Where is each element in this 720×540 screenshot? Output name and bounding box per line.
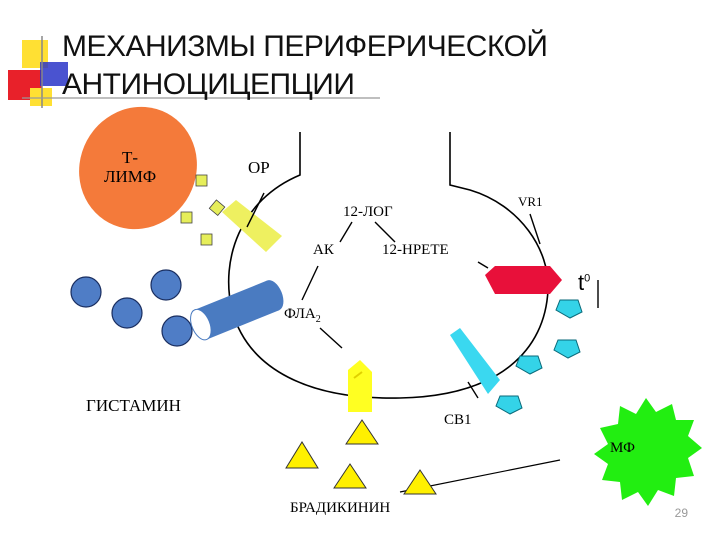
hpete12-label: 12-НРЕТЕ xyxy=(382,242,449,258)
peptide-square-tilted xyxy=(208,199,226,217)
t0-superscript: 0 xyxy=(584,272,591,285)
histamine-molecule xyxy=(161,315,193,347)
mf-label: МФ xyxy=(610,440,635,456)
corner-decoration xyxy=(8,36,380,108)
peptide-square xyxy=(195,174,208,187)
t-lymph-label: Т- ЛИМФ xyxy=(104,148,156,186)
arrow-cb1 xyxy=(467,381,479,399)
histamine-molecule xyxy=(70,276,102,308)
decor-yellow-square-2 xyxy=(30,88,52,106)
histamine-molecule xyxy=(111,297,143,329)
decor-blue-square xyxy=(40,62,68,86)
bradykinin-receptor-notch xyxy=(353,371,363,379)
title-line-2: АНТИНОЦИЦЕПЦИИ xyxy=(62,68,355,101)
t-lymphocyte-cell xyxy=(79,106,197,230)
cannabinoid-ligand xyxy=(553,339,581,359)
vr1-label: VR1 xyxy=(518,194,543,209)
cannabinoid-ligands xyxy=(495,299,583,415)
peptide-square xyxy=(180,211,193,224)
t-lymph-label-line1: Т- xyxy=(122,148,139,167)
bradykinin-triangle xyxy=(333,463,367,489)
histamine-label: ГИСТАМИН xyxy=(86,396,181,415)
vr1-channel xyxy=(485,266,562,294)
t-lymph-label-line2: ЛИМФ xyxy=(104,167,157,186)
t0-label: t0 xyxy=(578,270,590,296)
arrow-ak-to-log xyxy=(339,221,353,243)
t0-base: t xyxy=(578,270,585,295)
histamine-molecule xyxy=(150,269,182,301)
peptide-square xyxy=(200,233,213,246)
arrow-fla2-up xyxy=(319,327,343,349)
bradykinin-triangle xyxy=(403,469,437,495)
page-title: МЕХАНИЗМЫ ПЕРИФЕРИЧЕСКОЙ АНТИНОЦИЦЕПЦИИ xyxy=(62,28,548,104)
or-label: ОР xyxy=(248,158,270,177)
arrow-hpete-to-vr1 xyxy=(477,261,489,269)
fla2-base: ФЛА xyxy=(284,306,316,322)
bradykinin-receptor xyxy=(348,360,372,412)
log12-label: 12-ЛОГ xyxy=(343,204,393,220)
opioid-receptor-shape xyxy=(222,200,282,252)
or-arrow xyxy=(246,192,265,228)
bradykinin-triangle xyxy=(285,441,319,469)
arrow-to-hpete xyxy=(374,221,396,243)
cb1-label: СВ1 xyxy=(444,412,472,428)
arrow-fla2-to-ak xyxy=(301,265,319,301)
fla2-subscript: 2 xyxy=(315,314,321,325)
macrophage-star xyxy=(594,398,702,506)
histamine-receptor-cylinder xyxy=(190,280,284,341)
cannabinoid-ligand xyxy=(555,299,583,319)
bradykinin-molecules xyxy=(285,419,437,495)
cannabinoid-ligand xyxy=(515,355,543,375)
neuron-membrane xyxy=(227,132,549,399)
bradykinin-triangle xyxy=(345,419,379,445)
title-line-1: МЕХАНИЗМЫ ПЕРИФЕРИЧЕСКОЙ xyxy=(62,30,548,63)
ak-label: АК xyxy=(313,242,334,258)
arrow-vr1-in xyxy=(529,213,541,245)
bradykinin-label: БРАДИКИНИН xyxy=(290,500,391,516)
cannabinoid-ligand xyxy=(495,395,523,415)
cb1-receptor xyxy=(450,328,500,394)
page-number: 29 xyxy=(674,506,688,520)
fla2-label: ФЛА2 xyxy=(284,306,321,325)
